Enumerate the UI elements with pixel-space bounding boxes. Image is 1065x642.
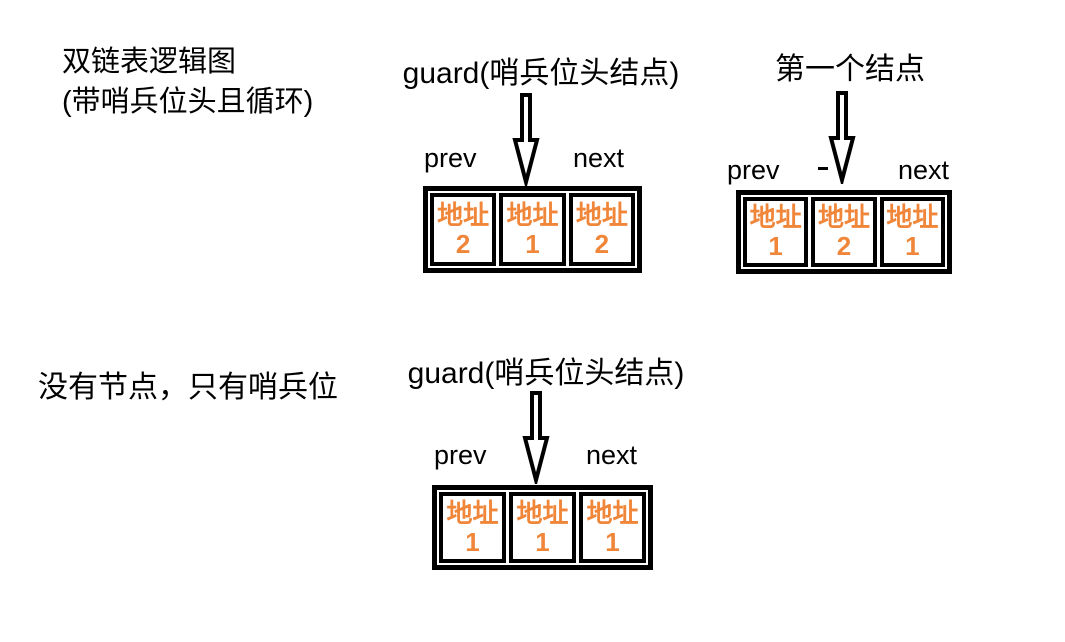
down-arrow-icon (828, 91, 856, 184)
address-value: 1 (465, 526, 480, 557)
address-label: 地址 (506, 199, 559, 230)
address-label: 地址 (516, 497, 569, 528)
next-label: next (573, 143, 625, 173)
prev-label: prev (424, 143, 477, 173)
empty-list-caption: 没有节点，只有哨兵位 (38, 371, 338, 404)
address-label: 地址 (437, 199, 490, 230)
address-label: 地址 (817, 202, 870, 232)
address-label: 地址 (749, 202, 802, 232)
prev-pointer-cell: 地址 1 (743, 197, 809, 267)
next-label: next (898, 155, 950, 185)
guard-only-box: 地址 1 地址 1 地址 1 (432, 485, 653, 570)
next-pointer-cell: 地址 2 (568, 193, 635, 266)
address-value: 1 (605, 526, 620, 557)
guard-node-title: guard(哨兵位头结点) (402, 57, 680, 90)
address-value: 2 (594, 228, 610, 259)
address-value: 1 (525, 228, 540, 259)
prev-label: prev (434, 440, 487, 470)
diagram-title: 双链表逻辑图 (带哨兵位头且循环) (62, 42, 313, 122)
down-arrow-icon (512, 93, 540, 186)
next-label: next (586, 440, 638, 470)
stray-mark (818, 167, 828, 170)
data-cell: 地址 2 (811, 197, 877, 267)
prev-pointer-cell: 地址 2 (430, 193, 497, 266)
down-arrow-icon (522, 391, 550, 484)
data-cell: 地址 1 (509, 492, 576, 563)
address-value: 2 (455, 228, 471, 259)
address-label: 地址 (446, 497, 499, 528)
prev-label: prev (727, 155, 780, 185)
diagram-title-line2: (带哨兵位头且循环) (62, 86, 314, 118)
address-label: 地址 (886, 202, 939, 232)
diagram-title-line1: 双链表逻辑图 (62, 46, 237, 78)
next-pointer-cell: 地址 1 (579, 492, 646, 563)
address-value: 2 (836, 231, 852, 261)
address-value: 1 (768, 231, 783, 261)
address-label: 地址 (586, 497, 639, 528)
address-value: 1 (535, 526, 550, 557)
next-pointer-cell: 地址 1 (879, 197, 945, 267)
prev-pointer-cell: 地址 1 (439, 492, 506, 563)
address-value: 1 (905, 231, 920, 261)
data-cell: 地址 1 (499, 193, 566, 266)
address-label: 地址 (575, 199, 628, 230)
guard-only-title: guard(哨兵位头结点) (407, 357, 685, 390)
first-node-box: 地址 1 地址 2 地址 1 (736, 190, 952, 274)
first-node-title: 第一个结点 (775, 53, 925, 86)
guard-node-box: 地址 2 地址 1 地址 2 (423, 186, 642, 273)
